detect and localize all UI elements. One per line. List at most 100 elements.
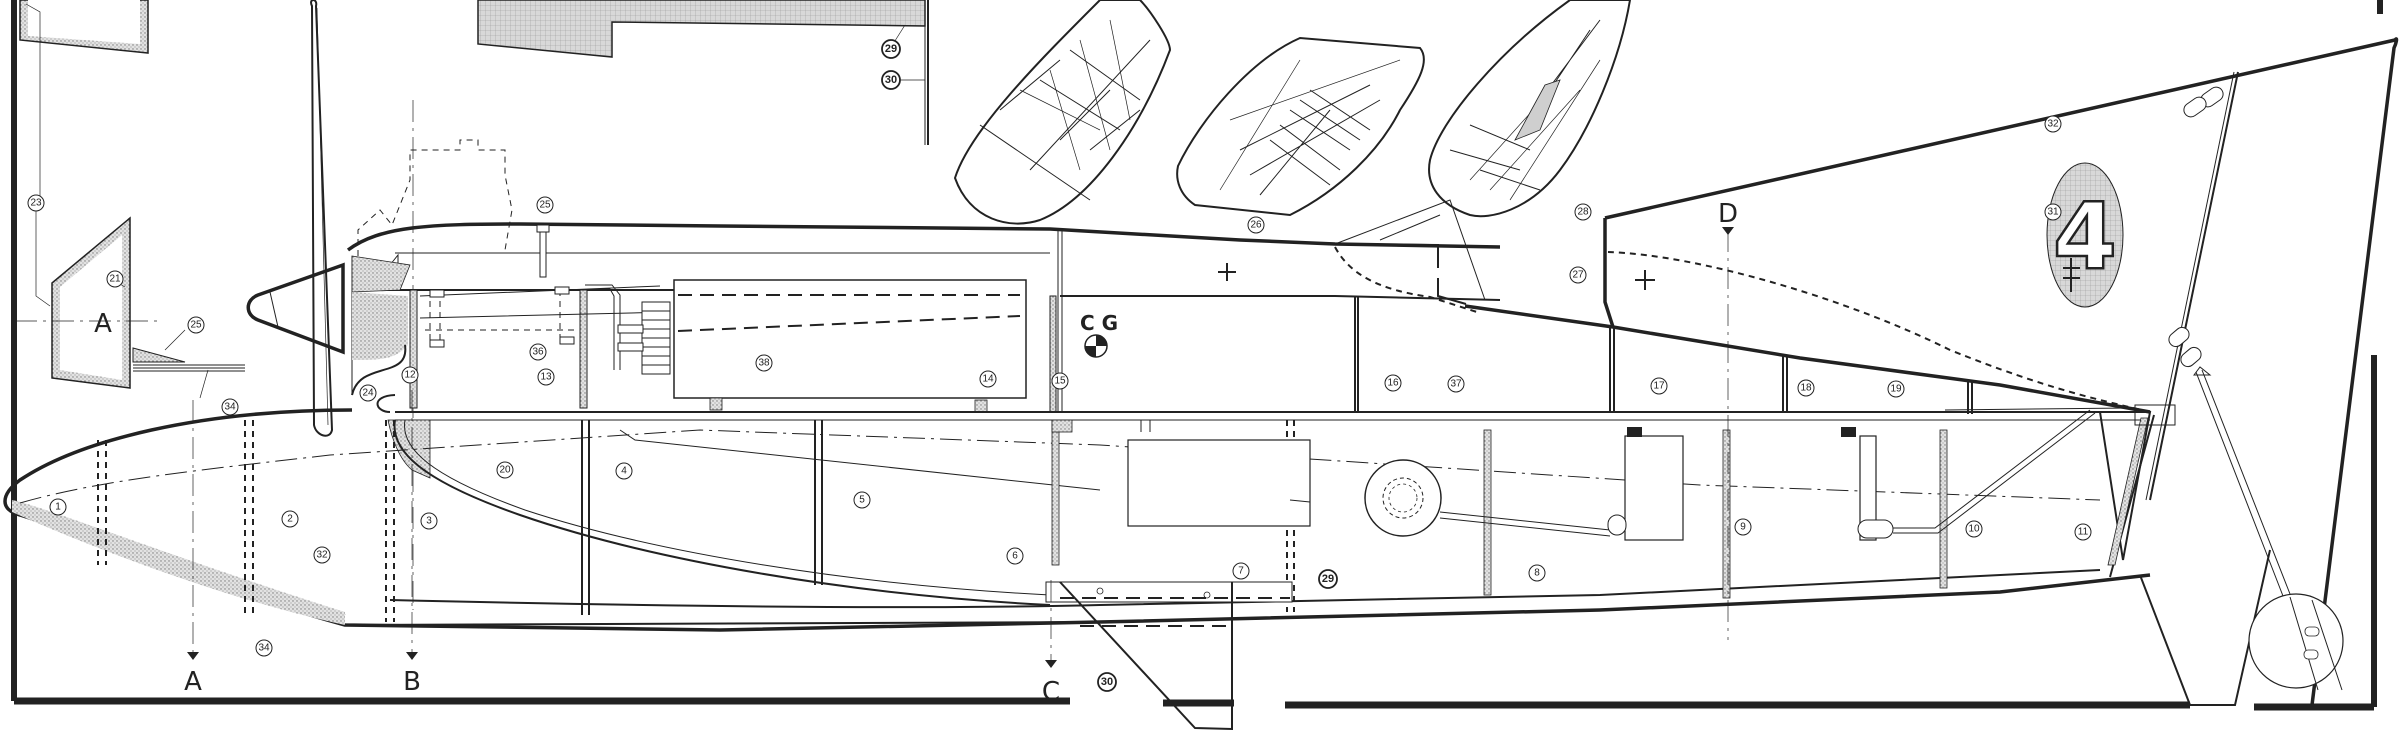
part-callout: 23	[27, 194, 45, 212]
part-callout: 3	[420, 512, 438, 530]
part-callout: 19	[1887, 380, 1905, 398]
part-callout: 38	[755, 354, 773, 372]
part-number: 29	[1322, 573, 1334, 585]
part-callout: 9	[1734, 518, 1752, 536]
part-number: 3	[426, 516, 432, 527]
part-callout: 34	[255, 639, 273, 657]
part-callout: 6	[1006, 547, 1024, 565]
part-callout: 4	[615, 462, 633, 480]
section-marker-d: D	[1718, 199, 1738, 229]
isometric-hull-view-3	[1428, 0, 1632, 218]
cockpit-fairing	[1218, 199, 1486, 314]
isometric-hull-view-1	[953, 0, 1172, 225]
section-marker-b: B	[403, 667, 421, 697]
part-callout: 24	[359, 384, 377, 402]
part-callout: 20	[496, 461, 514, 479]
section-marker-a: A	[184, 667, 202, 697]
part-callout: 1	[49, 498, 67, 516]
part-number: 1	[55, 502, 61, 513]
part-callout: 31	[2044, 203, 2062, 221]
part-number: 8	[1534, 568, 1540, 579]
part-number: 21	[109, 274, 121, 285]
part-number: 20	[499, 465, 511, 476]
part-number: 5	[859, 495, 865, 506]
part-callout: 15	[1051, 372, 1069, 390]
part-number: 19	[1890, 384, 1902, 395]
part-callout: 26	[1247, 216, 1265, 234]
part-number: 32	[2047, 119, 2059, 130]
part-callout: 29	[881, 39, 901, 59]
part-callout: 21	[106, 270, 124, 288]
part-callout: 32	[2044, 115, 2062, 133]
part-number: 30	[885, 74, 897, 86]
part-callout: 28	[1574, 203, 1592, 221]
part-number: 32	[316, 550, 328, 561]
part-number: 14	[982, 374, 994, 385]
part-number: 30	[1101, 676, 1113, 688]
part-number: 29	[885, 43, 897, 55]
part-callout: 10	[1965, 520, 1983, 538]
part-number: 9	[1740, 522, 1746, 533]
part-number: 26	[1250, 220, 1262, 231]
hull-top-view-partial	[477, 0, 929, 145]
part-number: 28	[1577, 207, 1589, 218]
section-cut-lines: A B C D	[184, 199, 1738, 707]
part-number: 6	[1012, 551, 1018, 562]
part-callout: 17	[1650, 377, 1668, 395]
cg-label: C G	[1080, 311, 1118, 335]
part-number: 36	[532, 347, 544, 358]
section-marker-c: C	[1042, 677, 1060, 707]
tail-fin: 4	[1603, 37, 2399, 706]
strut-skeg	[1045, 581, 1293, 731]
part-number: 4	[621, 466, 627, 477]
part-number: 16	[1387, 378, 1399, 389]
rudder-blade	[2139, 366, 2344, 706]
part-callout: 27	[1569, 266, 1587, 284]
cg-marker: C G	[1080, 311, 1118, 358]
part-callout: 13	[537, 368, 555, 386]
isometric-hull-view-2	[1176, 36, 1425, 217]
part-number: 34	[258, 643, 270, 654]
part-callout: 36	[529, 343, 547, 361]
part-number: 12	[404, 370, 416, 381]
spinner	[246, 262, 345, 355]
race-number: 4	[2053, 183, 2117, 290]
main-hull	[3, 408, 2155, 632]
engine-bay-formers	[409, 224, 671, 409]
section-view-a: A	[15, 210, 245, 399]
part-callout: 14	[979, 370, 997, 388]
propeller	[310, 0, 334, 437]
part-callout: 8	[1528, 564, 1546, 582]
part-callout: 30	[1097, 672, 1117, 692]
part-number: 18	[1800, 383, 1812, 394]
part-number: 31	[2047, 207, 2059, 218]
part-callout: 2	[281, 510, 299, 528]
part-callout: 25	[187, 316, 205, 334]
part-callout: 12	[401, 366, 419, 384]
section-view-top-left	[19, 0, 149, 200]
part-callout: 29	[1318, 569, 1338, 589]
part-number: 38	[758, 358, 770, 369]
page-frame	[11, 0, 2383, 711]
section-view-label: A	[94, 309, 112, 339]
part-callout: 5	[853, 491, 871, 509]
part-callout: 16	[1384, 374, 1402, 392]
part-number: 25	[539, 200, 551, 211]
part-callout: 7	[1232, 562, 1250, 580]
part-number: 34	[224, 402, 236, 413]
part-callout: 30	[881, 70, 901, 90]
part-number: 11	[2078, 527, 2089, 538]
part-callout: 34	[221, 398, 239, 416]
hull-bulkheads	[97, 419, 1948, 622]
part-callout: 11	[2074, 523, 2092, 541]
part-number: 37	[1450, 379, 1462, 390]
part-number: 15	[1054, 376, 1066, 387]
fuel-tank	[617, 279, 1027, 413]
part-number: 23	[30, 198, 42, 209]
part-callout: 32	[313, 546, 331, 564]
part-number: 17	[1653, 381, 1665, 392]
deck-formers	[1049, 230, 2151, 414]
part-number: 2	[287, 514, 293, 525]
